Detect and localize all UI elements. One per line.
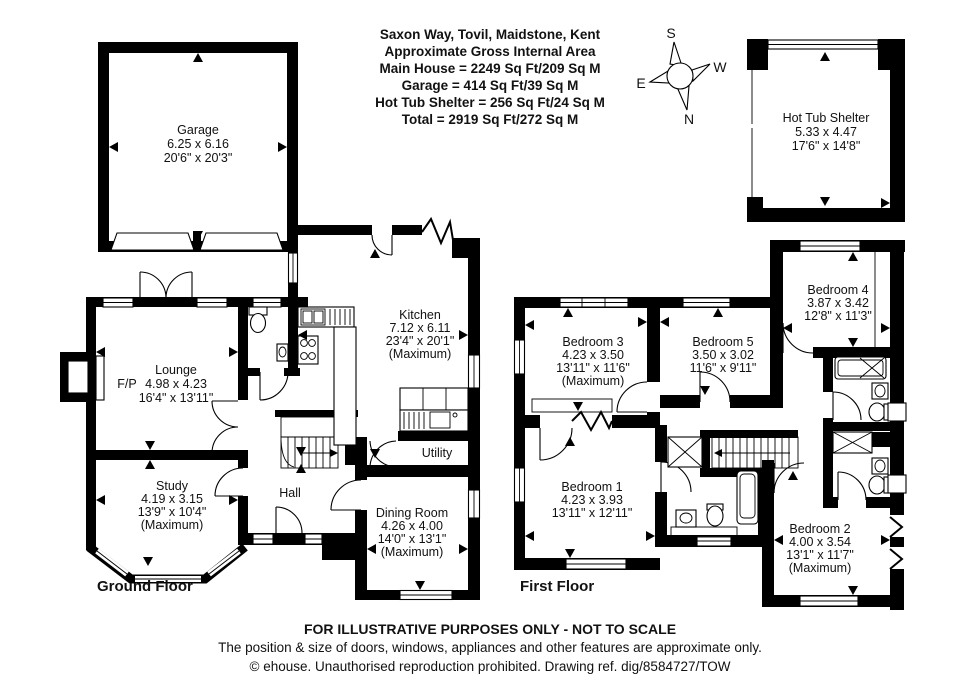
study-dims-imperial: 13'9" x 10'4"	[138, 505, 207, 519]
garage-dims-metric: 6.25 x 6.16	[167, 137, 229, 151]
dining-dims-metric: 4.26 x 4.00	[381, 519, 443, 533]
dining-note: (Maximum)	[381, 545, 444, 559]
garage-dims-imperial: 20'6" x 20'3"	[164, 151, 233, 165]
hot-tub-window	[767, 39, 879, 50]
area-title: Approximate Gross Internal Area	[384, 44, 596, 59]
bedroom5-dims-metric: 3.50 x 3.02	[692, 348, 754, 362]
bedroom3-note: (Maximum)	[562, 374, 625, 388]
study-dims-metric: 4.19 x 3.15	[141, 492, 203, 506]
first-floor-windows	[513, 240, 904, 607]
bedroom4-dims-metric: 3.87 x 3.42	[807, 296, 869, 310]
first-floor-plan: Bedroom 3 4.23 x 3.50 13'11" x 11'6" (Ma…	[513, 240, 907, 610]
bedroom2-note: (Maximum)	[789, 561, 852, 575]
study-note: (Maximum)	[141, 518, 204, 532]
wc-fixtures	[248, 306, 289, 362]
stairs-icon	[280, 416, 339, 469]
compass-west: W	[713, 59, 727, 75]
bay-window	[86, 543, 248, 584]
ground-floor-plan: Lounge 4.98 x 4.23 16'4" x 13'11" F/P St…	[60, 216, 481, 601]
kitchen-dims-imperial: 23'4" x 20'1"	[386, 334, 455, 348]
footer-approximate-note: The position & size of doors, windows, a…	[218, 640, 762, 655]
bedroom2-label: Bedroom 2	[789, 522, 850, 536]
hall-label: Hall	[279, 486, 301, 500]
area-total: Total = 2919 Sq Ft/272 Sq M	[401, 112, 579, 127]
hot-tub-dims-imperial: 17'6" x 14'8"	[792, 139, 861, 153]
bedroom3-dims-metric: 4.23 x 3.50	[562, 348, 624, 362]
lounge-dims-imperial: 16'4" x 13'11"	[139, 391, 214, 405]
hot-tub-measure-arrows	[752, 52, 890, 208]
shower-room-fixtures	[832, 431, 907, 495]
compass-east: E	[636, 75, 645, 91]
first-floor-stairs-icon	[711, 436, 799, 469]
plan-footer: FOR ILLUSTRATIVE PURPOSES ONLY - NOT TO …	[0, 620, 980, 676]
dining-label: Dining Room	[376, 506, 448, 520]
garage-label: Garage	[177, 123, 219, 137]
lounge-dims-metric: 4.98 x 4.23	[145, 377, 207, 391]
bedroom2-dims-metric: 4.00 x 3.54	[789, 535, 851, 549]
first-floor-doors	[539, 322, 867, 501]
ground-measure-arrows	[96, 249, 468, 590]
utility-label: Utility	[422, 446, 453, 460]
bedroom4-dims-imperial: 12'8" x 11'3"	[804, 309, 872, 323]
bedroom1-dims-metric: 4.23 x 3.93	[561, 493, 623, 507]
study-label: Study	[156, 479, 189, 493]
lounge-label: Lounge	[155, 363, 197, 377]
first-floor-labels: Bedroom 3 4.23 x 3.50 13'11" x 11'6" (Ma…	[520, 283, 872, 595]
bedroom4-label: Bedroom 4	[807, 283, 868, 297]
compass-icon: S W E N	[636, 25, 727, 127]
ensuite-fixtures	[834, 356, 907, 422]
area-main-house: Main House = 2249 Sq Ft/209 Sq M	[379, 61, 601, 76]
hot-tub-plan: Hot Tub Shelter 5.33 x 4.47 17'6" x 14'8…	[747, 39, 905, 222]
footer-disclaimer: FOR ILLUSTRATIVE PURPOSES ONLY - NOT TO …	[303, 621, 677, 637]
bedroom5-label: Bedroom 5	[692, 335, 753, 349]
bedroom2-dims-imperial: 13'1" x 11'7"	[786, 548, 854, 562]
kitchen-note: (Maximum)	[389, 347, 452, 361]
kitchen-dims-metric: 7.12 x 6.11	[390, 321, 451, 335]
hot-tub-dims-metric: 5.33 x 4.47	[795, 125, 857, 139]
first-measure-arrows	[525, 252, 890, 595]
garage-plan: Garage 6.25 x 6.16 20'6" x 20'3"	[98, 42, 298, 252]
bedroom3-dims-imperial: 13'11" x 11'6"	[556, 361, 630, 375]
footer-copyright: © ehouse. Unauthorised reproduction proh…	[249, 659, 731, 674]
fireplace-label: F/P	[117, 377, 136, 391]
area-garage: Garage = 414 Sq Ft/39 Sq M	[401, 78, 579, 93]
ground-floor-windows	[102, 252, 481, 601]
garage-doors	[110, 231, 284, 252]
first-floor-title: First Floor	[520, 578, 594, 595]
bedroom3-label: Bedroom 3	[562, 335, 623, 349]
bathroom-fixtures	[667, 436, 759, 538]
bedroom5-dims-imperial: 11'6" x 9'11"	[690, 361, 757, 375]
fireplace-icon	[60, 352, 105, 402]
compass-north: N	[684, 111, 694, 127]
plan-header: Saxon Way, Tovil, Maidstone, Kent Approx…	[250, 26, 730, 128]
address-line: Saxon Way, Tovil, Maidstone, Kent	[379, 27, 601, 42]
utility-fixtures	[399, 387, 469, 432]
bedroom1-label: Bedroom 1	[561, 480, 622, 494]
ground-floor-labels: Lounge 4.98 x 4.23 16'4" x 13'11" F/P St…	[97, 308, 454, 595]
bedroom1-dims-imperial: 13'11" x 12'11"	[552, 506, 633, 520]
kitchen-fixtures	[297, 306, 357, 446]
area-hot-tub: Hot Tub Shelter = 256 Sq Ft/24 Sq M	[375, 95, 605, 110]
wardrobes	[531, 252, 876, 413]
garage-measure-arrows	[109, 53, 287, 240]
dining-dims-imperial: 14'0" x 13'1"	[378, 532, 447, 546]
ground-floor-title: Ground Floor	[97, 578, 193, 595]
kitchen-label: Kitchen	[399, 308, 441, 322]
hot-tub-label: Hot Tub Shelter	[783, 111, 870, 125]
ground-floor-doors	[139, 234, 397, 534]
compass-south: S	[666, 25, 675, 41]
